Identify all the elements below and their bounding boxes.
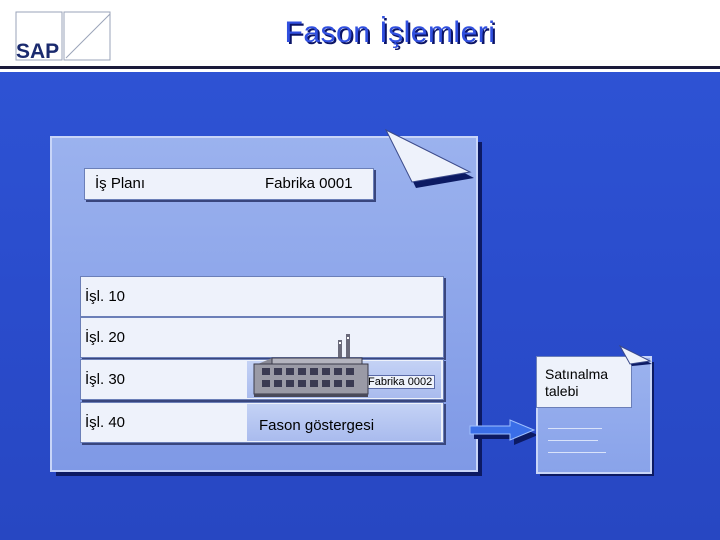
header: SAP Fason İşlemleri xyxy=(0,0,720,72)
subcontracting-indicator: Fason göstergesi xyxy=(259,417,375,434)
operation-row-40: İşl. 40 Fason göstergesi xyxy=(80,402,444,443)
routing-plant: Fabrika 0001 xyxy=(265,175,353,192)
sap-logo-icon: SAP xyxy=(15,11,111,62)
operation-row-10: İşl. 10 xyxy=(80,276,444,317)
operation-label: İşl. 30 xyxy=(85,371,126,388)
requisition-line xyxy=(548,428,602,429)
purchase-requisition-label: Satınalma talebi xyxy=(545,366,609,399)
page-title: Fason İşlemleri xyxy=(284,16,496,49)
routing-header: İş Planı Fabrika 0001 xyxy=(84,168,374,200)
operation-row-20: İşl. 20 xyxy=(80,317,444,358)
subcontracting-cell: Fason göstergesi xyxy=(247,404,441,441)
operation-label: İşl. 40 xyxy=(85,414,126,431)
document-fold-icon xyxy=(618,344,652,366)
document-fold-icon xyxy=(384,128,474,188)
svg-text:SAP: SAP xyxy=(16,40,59,62)
requisition-line xyxy=(548,440,598,441)
header-divider xyxy=(0,66,720,69)
operation-label: İşl. 20 xyxy=(85,329,126,346)
arrow-right-icon xyxy=(469,419,538,445)
requisition-line xyxy=(548,452,606,453)
purchase-requisition-label-box: Satınalma talebi xyxy=(536,356,632,408)
factory-icon xyxy=(253,334,369,397)
operation-plant: Fabrika 0002 xyxy=(365,375,436,389)
routing-label: İş Planı xyxy=(95,175,146,192)
operation-label: İşl. 10 xyxy=(85,288,126,305)
